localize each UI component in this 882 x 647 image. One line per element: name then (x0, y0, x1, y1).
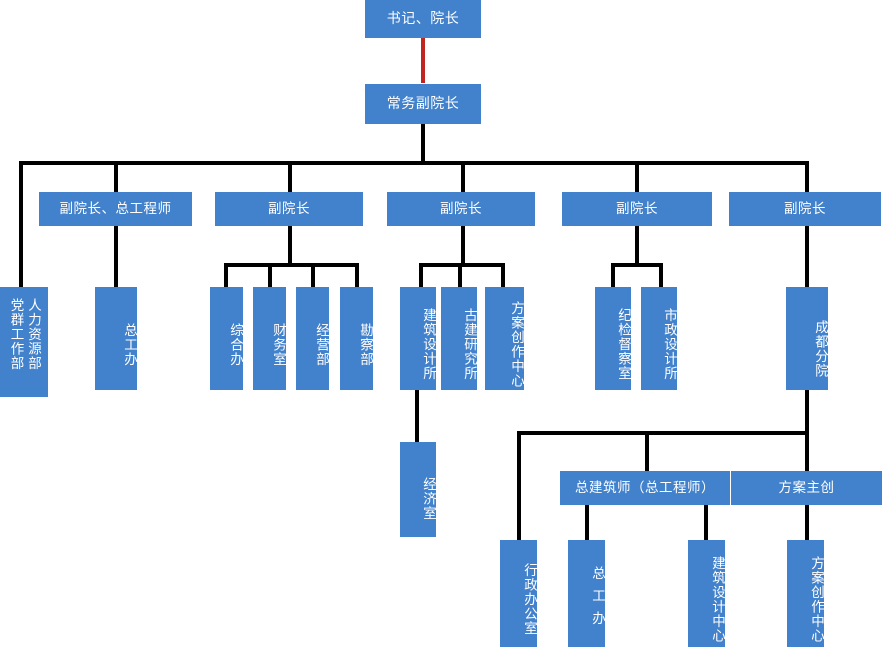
node-chengdu-chief-engineer-office[interactable]: 总工办 (568, 540, 605, 647)
edge-vp4-bus (611, 263, 663, 267)
node-chief-architect[interactable]: 总建筑师（总工程师） (560, 471, 730, 505)
edge-drop-general-office (224, 263, 228, 287)
node-municipal-design-institute[interactable]: 市政设计所 (641, 287, 677, 390)
edge-vp2-bus (224, 263, 359, 267)
node-chengdu-scheme-creation-center[interactable]: 方案创作中心 (787, 540, 824, 647)
node-vice-dean-3[interactable]: 副院长 (387, 192, 535, 226)
edge-arch-institute-to-economics-office (415, 390, 419, 442)
edge-drop-hr-branch (19, 161, 23, 287)
edge-drop-vp2 (288, 161, 292, 192)
edge-drop-scheme-lead (805, 431, 809, 471)
edge-drop-vp4 (635, 161, 639, 192)
node-vice-dean-2[interactable]: 副院长 (215, 192, 363, 226)
edge-scheme-lead-to-scheme-center (805, 505, 809, 540)
node-vice-dean-4[interactable]: 副院长 (562, 192, 712, 226)
edge-drop-finance-office (268, 263, 272, 287)
edge-director-to-executive-vp (421, 38, 425, 83)
node-architectural-design-institute[interactable]: 建筑设计所 (400, 287, 436, 390)
node-chief-engineer-office[interactable]: 总工办 (95, 287, 137, 390)
edge-chengdu-bus (517, 431, 809, 435)
node-party-affairs-label: 党群工作部 (8, 298, 24, 371)
edge-drop-arch-design-institute (419, 263, 423, 287)
node-hr-and-party-affairs[interactable]: 人力资源部 党群工作部 (0, 287, 48, 397)
node-general-office[interactable]: 综合办 (210, 287, 243, 390)
edge-vp2-stem (288, 226, 292, 266)
edge-vp3-bus (419, 263, 505, 267)
node-economics-office[interactable]: 经济室 (400, 442, 436, 537)
node-survey-department[interactable]: 勘察部 (340, 287, 373, 390)
node-scheme-lead[interactable]: 方案主创 (731, 471, 882, 505)
node-architectural-design-center[interactable]: 建筑设计中心 (688, 540, 725, 647)
node-scheme-creation-center[interactable]: 方案创作中心 (485, 287, 524, 390)
node-vice-dean-chief-engineer[interactable]: 副院长、总工程师 (39, 192, 192, 226)
edge-chief-architect-to-arch-design-center (704, 505, 708, 540)
node-vice-dean-5[interactable]: 副院长 (729, 192, 881, 226)
node-administrative-office[interactable]: 行政办公室 (500, 540, 537, 647)
edge-chengdu-stem (805, 390, 809, 435)
node-business-department[interactable]: 经营部 (296, 287, 329, 390)
edge-drop-admin-office (517, 431, 521, 540)
edge-drop-municipal-institute (659, 263, 663, 287)
edge-drop-ancient-arch-institute (458, 263, 462, 287)
edge-vp5-to-chengdu-branch (805, 226, 809, 287)
edge-vp-bus (19, 161, 809, 165)
node-ancient-architecture-institute[interactable]: 古建研究所 (441, 287, 477, 390)
edge-drop-vp3 (461, 161, 465, 192)
edge-drop-survey-dept (355, 263, 359, 287)
edge-drop-business-dept (311, 263, 315, 287)
edge-chief-architect-to-ce-office (585, 505, 589, 540)
edge-drop-discipline-office (611, 263, 615, 287)
node-hr-label: 人力资源部 (25, 298, 41, 371)
node-executive-vice-dean[interactable]: 常务副院长 (365, 84, 481, 124)
node-secretary-dean[interactable]: 书记、院长 (365, 0, 481, 38)
edge-drop-vp5 (805, 161, 809, 192)
node-finance-office[interactable]: 财务室 (253, 287, 286, 390)
node-discipline-inspection-office[interactable]: 纪检督察室 (595, 287, 631, 390)
edge-drop-scheme-center (501, 263, 505, 287)
edge-executive-vp-stem (421, 124, 425, 163)
edge-vp1-to-chief-engineer-office (114, 226, 118, 287)
edge-drop-chief-architect (645, 431, 649, 471)
node-chengdu-branch[interactable]: 成都分院 (786, 287, 828, 390)
edge-vp3-stem (461, 226, 465, 266)
edge-drop-vp1 (114, 161, 118, 192)
edge-vp4-stem (635, 226, 639, 266)
